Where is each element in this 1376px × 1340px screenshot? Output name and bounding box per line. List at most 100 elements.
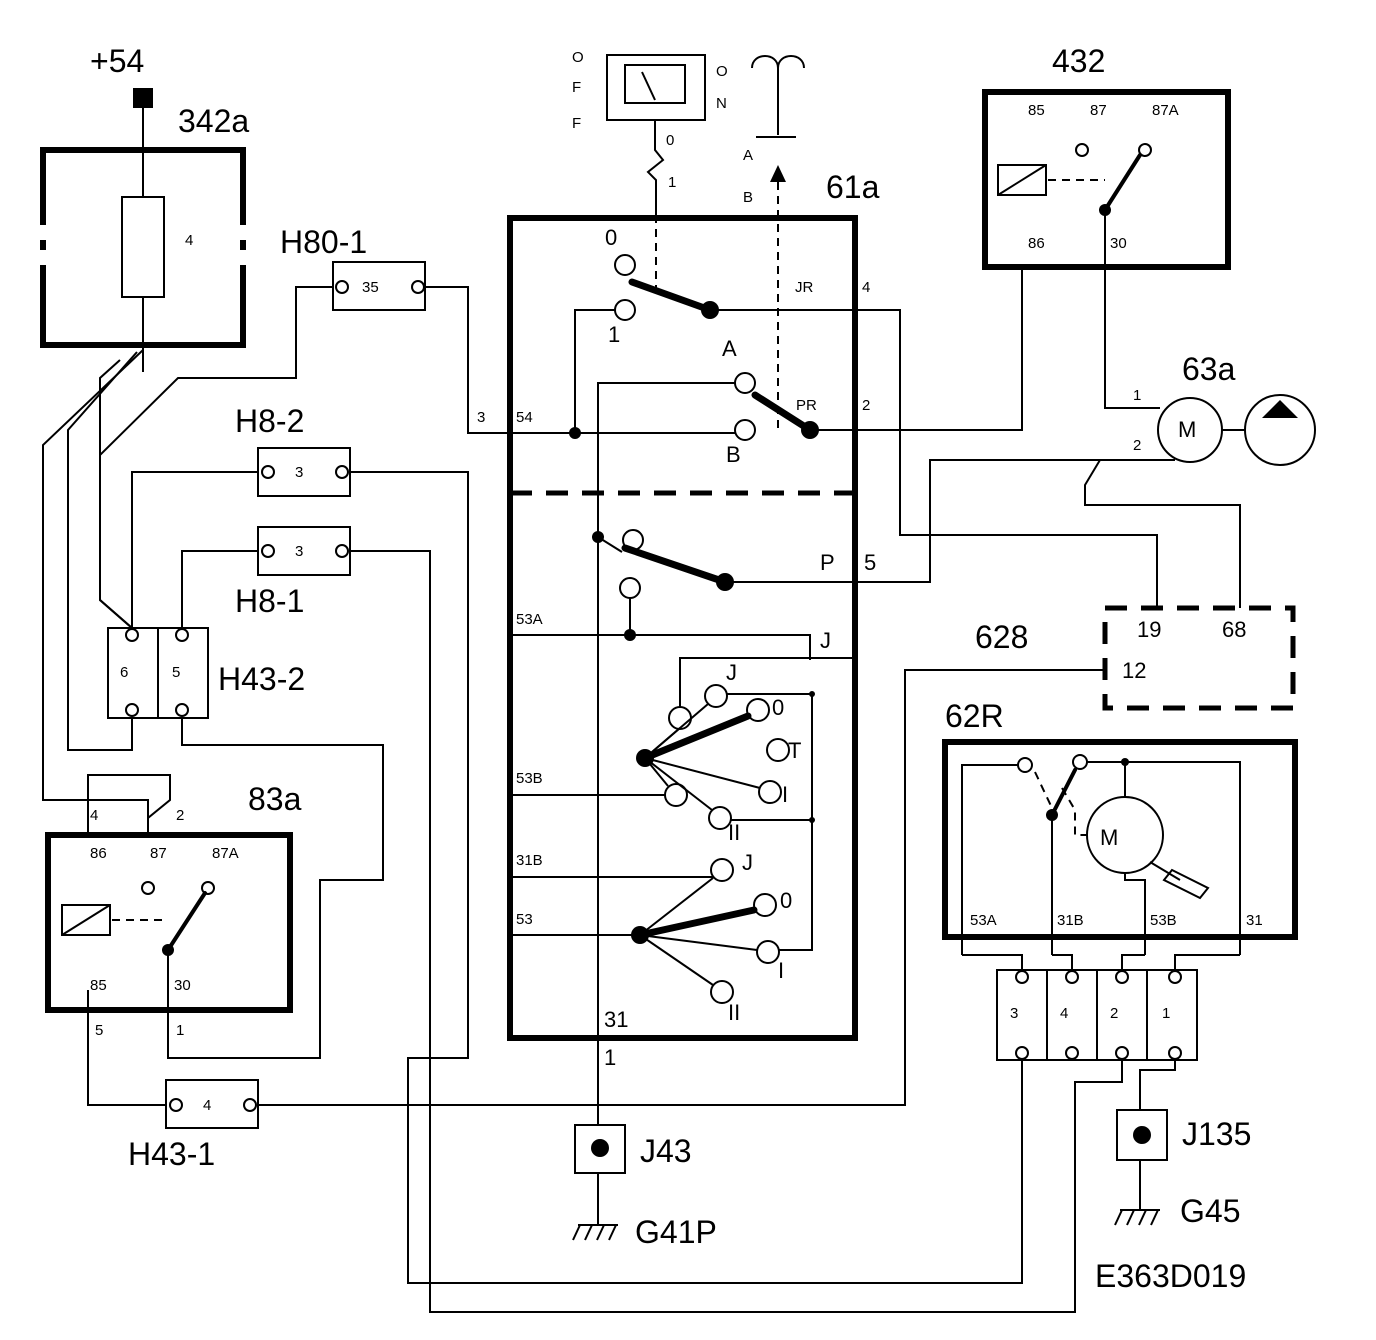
svg-text:J43: J43 <box>640 1133 692 1169</box>
svg-text:A: A <box>722 336 737 361</box>
svg-text:19: 19 <box>1137 617 1161 642</box>
diagram-id: E363D019 <box>1095 1258 1246 1294</box>
h8-2-label: H8-2 <box>235 403 304 439</box>
pump-63a-id: 63a <box>1182 351 1236 387</box>
svg-text:O: O <box>716 63 728 80</box>
svg-text:53A: 53A <box>970 912 997 929</box>
svg-text:4: 4 <box>862 279 870 296</box>
svg-text:A: A <box>743 147 753 164</box>
svg-text:T: T <box>788 738 801 763</box>
svg-text:85: 85 <box>90 977 107 994</box>
svg-text:53: 53 <box>516 911 533 928</box>
svg-text:53B: 53B <box>1150 912 1177 929</box>
relay-83a: 83a 86 87 87A 85 30 4 2 5 1 <box>45 781 302 1039</box>
h43-2-label: H43-2 <box>218 661 305 697</box>
svg-text:30: 30 <box>1110 235 1127 252</box>
svg-text:N: N <box>716 95 727 112</box>
pump-63a: M 63a 1 2 <box>1133 351 1316 466</box>
svg-text:31B: 31B <box>1057 912 1084 929</box>
svg-text:II: II <box>728 1000 740 1025</box>
pump-icon <box>1244 394 1316 466</box>
svg-text:4: 4 <box>203 1097 211 1114</box>
relay-432: 432 85 87 87A 86 30 <box>982 43 1231 270</box>
svg-text:F: F <box>572 79 581 96</box>
connector-h8-2: 3 H8-2 <box>235 403 351 497</box>
svg-text:PR: PR <box>796 397 817 414</box>
fuse-box-342a: 342a 4 <box>40 103 249 348</box>
svg-text:G41P: G41P <box>635 1214 717 1250</box>
supply-label: +54 <box>90 43 144 79</box>
svg-text:4: 4 <box>1060 1005 1068 1022</box>
module-628: 628 19 68 12 <box>975 605 1296 711</box>
svg-text:87A: 87A <box>1152 102 1179 119</box>
svg-text:0: 0 <box>666 132 674 149</box>
svg-text:31: 31 <box>1246 912 1263 929</box>
svg-text:J135: J135 <box>1182 1116 1251 1152</box>
ground-g45: G45 <box>1114 1193 1240 1229</box>
switch-61a-id: 61a <box>826 169 880 205</box>
svg-text:12: 12 <box>1122 658 1146 683</box>
svg-text:35: 35 <box>362 279 379 296</box>
svg-text:87A: 87A <box>212 845 239 862</box>
svg-text:2: 2 <box>176 807 184 824</box>
svg-text:1: 1 <box>1162 1005 1170 1022</box>
indicator-lamp: O F F O N 0 1 <box>572 49 728 290</box>
svg-text:B: B <box>726 442 741 467</box>
svg-text:1: 1 <box>608 322 620 347</box>
svg-text:M: M <box>1100 825 1118 850</box>
svg-text:5: 5 <box>172 664 180 681</box>
svg-text:0: 0 <box>772 695 784 720</box>
svg-text:5: 5 <box>864 550 876 575</box>
svg-text:31: 31 <box>604 1007 628 1032</box>
h80-1-label: H80-1 <box>280 224 367 260</box>
svg-text:1: 1 <box>604 1045 616 1070</box>
motor-62r-id: 62R <box>945 698 1004 734</box>
svg-text:87: 87 <box>1090 102 1107 119</box>
svg-text:86: 86 <box>90 845 107 862</box>
svg-text:1: 1 <box>176 1022 184 1039</box>
fuse-number: 4 <box>185 232 193 249</box>
svg-text:68: 68 <box>1222 617 1246 642</box>
svg-text:6: 6 <box>120 664 128 681</box>
thermal-sensor: A B <box>743 55 805 430</box>
fuse-box-id: 342a <box>178 103 249 139</box>
svg-text:3: 3 <box>295 543 303 560</box>
svg-text:II: II <box>728 820 740 845</box>
svg-text:3: 3 <box>477 409 485 426</box>
svg-text:J: J <box>820 628 831 653</box>
svg-text:2: 2 <box>1133 437 1141 454</box>
svg-text:5: 5 <box>95 1022 103 1039</box>
svg-text:1: 1 <box>668 174 676 191</box>
svg-text:54: 54 <box>516 409 533 426</box>
ground-j43: J43 <box>574 1124 692 1174</box>
svg-text:3: 3 <box>1010 1005 1018 1022</box>
ground-j135: J135 <box>1116 1109 1251 1161</box>
svg-text:J: J <box>726 660 737 685</box>
svg-text:3: 3 <box>295 464 303 481</box>
ground-g41p: G41P <box>572 1214 717 1250</box>
h43-1-label: H43-1 <box>128 1136 215 1172</box>
svg-text:JR: JR <box>795 279 814 296</box>
svg-text:J: J <box>742 850 753 875</box>
motor-62r: M 62R 53A 31B 53B 31 <box>942 698 1298 940</box>
svg-text:I: I <box>782 782 788 807</box>
relay-83a-id: 83a <box>248 781 302 817</box>
svg-text:O: O <box>572 49 584 66</box>
svg-text:2: 2 <box>862 397 870 414</box>
svg-text:M: M <box>1178 417 1196 442</box>
wires <box>42 100 1241 1313</box>
switch-block-61a: 61a 0 1 A B JR PR P J <box>477 169 880 1070</box>
h8-1-label: H8-1 <box>235 583 304 619</box>
connector-4pin: 3 4 2 1 <box>996 969 1198 1061</box>
svg-text:1: 1 <box>1133 387 1141 404</box>
connector-h8-1: 3 H8-1 <box>235 526 351 619</box>
svg-text:B: B <box>743 189 753 206</box>
svg-text:0: 0 <box>780 888 792 913</box>
connector-h43-1: 4 H43-1 <box>128 1079 259 1172</box>
svg-text:86: 86 <box>1028 235 1045 252</box>
svg-text:87: 87 <box>150 845 167 862</box>
wiper-motor-icon <box>1086 796 1164 874</box>
svg-text:53B: 53B <box>516 770 543 787</box>
module-628-id: 628 <box>975 619 1028 655</box>
